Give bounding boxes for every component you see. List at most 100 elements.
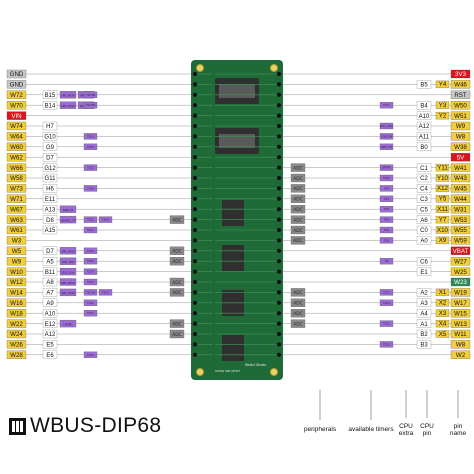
pin-name: GND — [10, 71, 24, 78]
timer-tag — [83, 143, 98, 150]
header-pin — [192, 269, 198, 274]
cpu-pin: C5 — [420, 207, 428, 213]
peripheral-label: SPI1_SCK — [62, 260, 74, 264]
header-pin — [192, 103, 198, 108]
timer-tag — [83, 268, 98, 275]
timer-label: F14 — [384, 218, 389, 222]
header-pin — [276, 259, 282, 264]
mount-hole — [196, 64, 204, 72]
pin-name-box — [6, 225, 27, 235]
pin-name-box — [6, 194, 27, 203]
pin-name: W27 — [454, 258, 467, 265]
cpu-pin-box — [416, 329, 432, 339]
cpu-pin-box — [42, 184, 58, 193]
cpu-pin-box — [42, 257, 58, 266]
adc-label: ADC — [293, 217, 302, 223]
header-pin — [192, 311, 198, 316]
pin-name-box — [450, 101, 471, 110]
pin-name: 3V3 — [455, 71, 467, 78]
adc-box — [169, 277, 185, 287]
header-pin — [276, 71, 282, 77]
header-pin — [276, 165, 282, 170]
cpu-pin-box — [42, 246, 58, 255]
cpu-pin: B0 — [420, 145, 428, 151]
peripheral-tag — [435, 80, 450, 89]
timer-tag — [379, 195, 394, 202]
timer-label: T1C1 — [383, 103, 390, 107]
pin-name-box — [450, 142, 471, 151]
pin-name-box — [450, 288, 471, 297]
pin-name-box — [450, 121, 471, 131]
cpu-pin-box — [416, 142, 432, 151]
peripheral-label: X2 — [439, 300, 447, 307]
peripheral-tag — [59, 288, 77, 297]
cpu-pin-box — [42, 319, 58, 328]
peripheral-label: SWD_IO — [63, 208, 73, 212]
peripheral-label: I2C2_SDA — [62, 270, 75, 274]
header-pin — [276, 279, 282, 285]
timer-label: T1C3N — [86, 93, 95, 97]
peripheral-tag — [59, 257, 77, 265]
adc-box — [290, 236, 306, 245]
header-pin — [192, 113, 198, 118]
timer-label: T2C2 — [383, 322, 390, 326]
legend-peripherals: peripherals — [303, 426, 337, 433]
timer-label: USB_CTS — [381, 145, 393, 149]
timer-label: F15 — [384, 207, 389, 211]
pin-name: W73 — [10, 186, 23, 193]
pin-name-box — [6, 246, 27, 255]
header-pin — [192, 290, 198, 295]
adc-label: ADC — [293, 207, 302, 213]
peripheral-label: SPI2_MISO — [61, 104, 75, 108]
pin-name: W12 — [10, 279, 23, 286]
timer-tag — [379, 258, 394, 265]
adc-label: ADC — [172, 259, 181, 265]
pin-name-box — [450, 309, 471, 318]
timer-label: T1C1 — [87, 280, 94, 284]
pin-name-box — [6, 111, 27, 120]
timer-tag — [379, 320, 394, 327]
cpu-pin: A7 — [46, 291, 54, 297]
adc-label: ADC — [172, 249, 181, 255]
cpu-pin: B3 — [420, 343, 428, 349]
pin-name: W3 — [12, 238, 22, 245]
pin-name-box — [6, 80, 27, 89]
cpu-pin: B11 — [45, 270, 56, 276]
cpu-pin-box — [42, 101, 58, 110]
header-pin — [192, 165, 198, 170]
timer-label: F13 — [384, 197, 389, 201]
legend-pin-name: pin name — [449, 423, 467, 437]
timer-label: T1C2N — [86, 103, 95, 107]
adc-box — [290, 309, 306, 318]
timer-tag — [98, 216, 113, 223]
pin-name-box — [450, 184, 471, 193]
pin-name-box — [450, 277, 471, 287]
adc-label: ADC — [293, 321, 302, 327]
peripheral-tag — [435, 236, 450, 245]
header-pin — [192, 238, 198, 243]
pin-name: W9 — [12, 258, 22, 265]
cpu-pin: D7 — [46, 249, 54, 255]
timer-tag — [379, 341, 394, 348]
pin-name-box — [450, 257, 471, 266]
timer-tag — [83, 310, 98, 317]
adc-box — [290, 225, 306, 235]
peripheral-label: Y7 — [439, 216, 447, 223]
adc-box — [290, 319, 306, 328]
peripheral-label: Y2 — [439, 112, 447, 119]
header-pin — [192, 144, 198, 149]
adc-box — [290, 184, 306, 193]
header-pin — [192, 134, 198, 139]
adc-box — [169, 319, 185, 328]
adc-box — [290, 215, 306, 224]
header-pin — [276, 92, 282, 97]
cpu-pin: C0 — [420, 228, 428, 234]
cpu-pin-box — [416, 194, 432, 203]
header-pin — [192, 352, 198, 357]
header-pin — [192, 155, 198, 160]
timer-label: T1C2 — [87, 218, 94, 222]
adc-box — [169, 257, 185, 266]
board-connector-top-a-inner — [219, 84, 255, 98]
pin-name-box — [450, 163, 471, 172]
timer-tag — [379, 164, 394, 171]
